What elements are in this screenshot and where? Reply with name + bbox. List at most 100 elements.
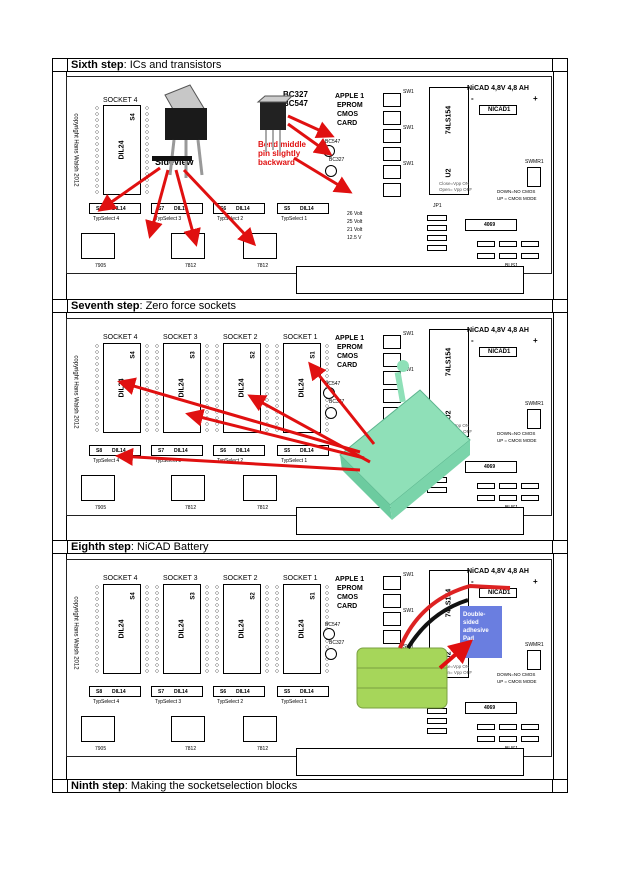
dil14-label: DIL14 xyxy=(236,448,250,454)
nicad-plus: + xyxy=(533,94,538,103)
resistor xyxy=(427,457,447,463)
step-header-7: Seventh step: Zero force sockets xyxy=(52,299,568,313)
step-title-rest: : Zero force sockets xyxy=(139,300,237,312)
bc547-label: BC547 xyxy=(325,622,341,628)
nicad-minus: - xyxy=(471,577,474,586)
resistor xyxy=(521,483,539,489)
vpp-note: Close=Vpp ON xyxy=(439,664,470,669)
nicad-minus: - xyxy=(471,336,474,345)
socket-label: SOCKET 2 xyxy=(223,575,258,582)
pad-label: sided xyxy=(463,620,479,626)
s-label: S8 xyxy=(96,206,103,212)
switch-block xyxy=(383,612,401,626)
s-label: S5 xyxy=(284,206,291,212)
nicad-label: NiCAD 4,8V 4,8 AH xyxy=(467,85,529,92)
bc327-label: BC327 xyxy=(329,399,345,405)
pin-row xyxy=(265,584,269,674)
socket-label: SOCKET 3 xyxy=(163,334,198,341)
switch-label: SW1 xyxy=(403,161,414,167)
resistor xyxy=(499,253,517,259)
nicad1-label: NICAD1 xyxy=(488,590,511,596)
resistor xyxy=(499,724,517,730)
transistor-outline xyxy=(323,387,335,399)
ic-number: S4 xyxy=(130,592,137,600)
pad-label: adhesive xyxy=(463,628,489,634)
s-label: S6 xyxy=(220,206,227,212)
s-label: S7 xyxy=(158,689,165,695)
resistor xyxy=(499,736,517,742)
vpp-note: Close=Vpp ON xyxy=(439,181,470,186)
voltage-regulator xyxy=(171,716,205,742)
step-title-rest: : Making the socketselection blocks xyxy=(124,780,298,792)
pin-row xyxy=(95,105,99,195)
board-title-line: CMOS xyxy=(337,353,358,360)
dil14-socket: DIL14 S7 xyxy=(151,445,203,456)
socket-label: SOCKET 4 xyxy=(103,575,138,582)
nicad1-box: NICAD1 xyxy=(479,588,517,598)
switch-block xyxy=(383,147,401,161)
resistor xyxy=(499,495,517,501)
regulator-label: 7812 xyxy=(257,505,269,511)
step-title-bold: Ninth step xyxy=(71,780,125,792)
s-label: S7 xyxy=(158,448,165,454)
ic-number: S3 xyxy=(190,351,197,359)
ic-number: S2 xyxy=(250,351,257,359)
step-header-9: Ninth step: Making the socketselection b… xyxy=(52,779,568,793)
ic-name: 74LS154 xyxy=(445,105,453,135)
ic-name: DIL24 xyxy=(298,378,306,398)
typselect-label: TypSelect 2 xyxy=(217,216,244,222)
resistor xyxy=(477,736,495,742)
ic-4069: 4069 xyxy=(465,702,517,714)
switch-label: SW1 xyxy=(403,331,414,337)
bend-note: Bend middle xyxy=(258,140,307,149)
regulator-label: 7812 xyxy=(257,746,269,752)
switch-label: SW1 xyxy=(403,125,414,131)
typselect-label: TypSelect 3 xyxy=(155,458,182,464)
typselect-label: TypSelect 1 xyxy=(281,458,308,464)
transistor-outline xyxy=(323,628,335,640)
switch-block xyxy=(383,648,401,662)
ic-number: S4 xyxy=(130,113,137,121)
dip-note: DOWN=NO CMOS xyxy=(497,431,536,436)
pin-row xyxy=(95,584,99,674)
swmr1-label: SWMR1 xyxy=(525,642,544,648)
board-title-line: EPROM xyxy=(337,344,363,351)
vpp-note: Close=Vpp ON xyxy=(439,423,470,428)
ic-4069-label: 4069 xyxy=(484,464,496,470)
ic-ref: U2 xyxy=(445,651,453,661)
typselect-label: TypSelect 1 xyxy=(281,216,308,222)
dil14-label: DIL14 xyxy=(174,448,188,454)
ic-name: 74LS154 xyxy=(445,347,453,377)
dil14-label: DIL14 xyxy=(174,206,188,212)
pin-row xyxy=(215,584,219,674)
typselect-label: TypSelect 4 xyxy=(93,458,120,464)
nicad-plus: + xyxy=(533,577,538,586)
regulator-label: 7812 xyxy=(185,263,197,269)
bc327-label: BC327 xyxy=(329,640,345,646)
board-title-line: EPROM xyxy=(337,585,363,592)
s-label: S5 xyxy=(284,448,291,454)
voltage-regulator xyxy=(171,475,205,501)
switch-block xyxy=(383,353,401,367)
switch-block xyxy=(383,335,401,349)
resistor xyxy=(477,483,495,489)
resistor xyxy=(427,708,447,714)
resistor xyxy=(427,235,447,241)
ic-name: DIL24 xyxy=(238,619,246,639)
switch-label: SW1 xyxy=(403,89,414,95)
socket-label: SOCKET 1 xyxy=(283,575,318,582)
pin-row xyxy=(205,343,209,433)
typselect-label: TypSelect 4 xyxy=(93,216,120,222)
ic-name: DIL24 xyxy=(238,378,246,398)
resistor xyxy=(521,495,539,501)
jp1-label: JP1 xyxy=(433,445,442,451)
dip-note: UP = CMOS MODE xyxy=(497,438,537,443)
